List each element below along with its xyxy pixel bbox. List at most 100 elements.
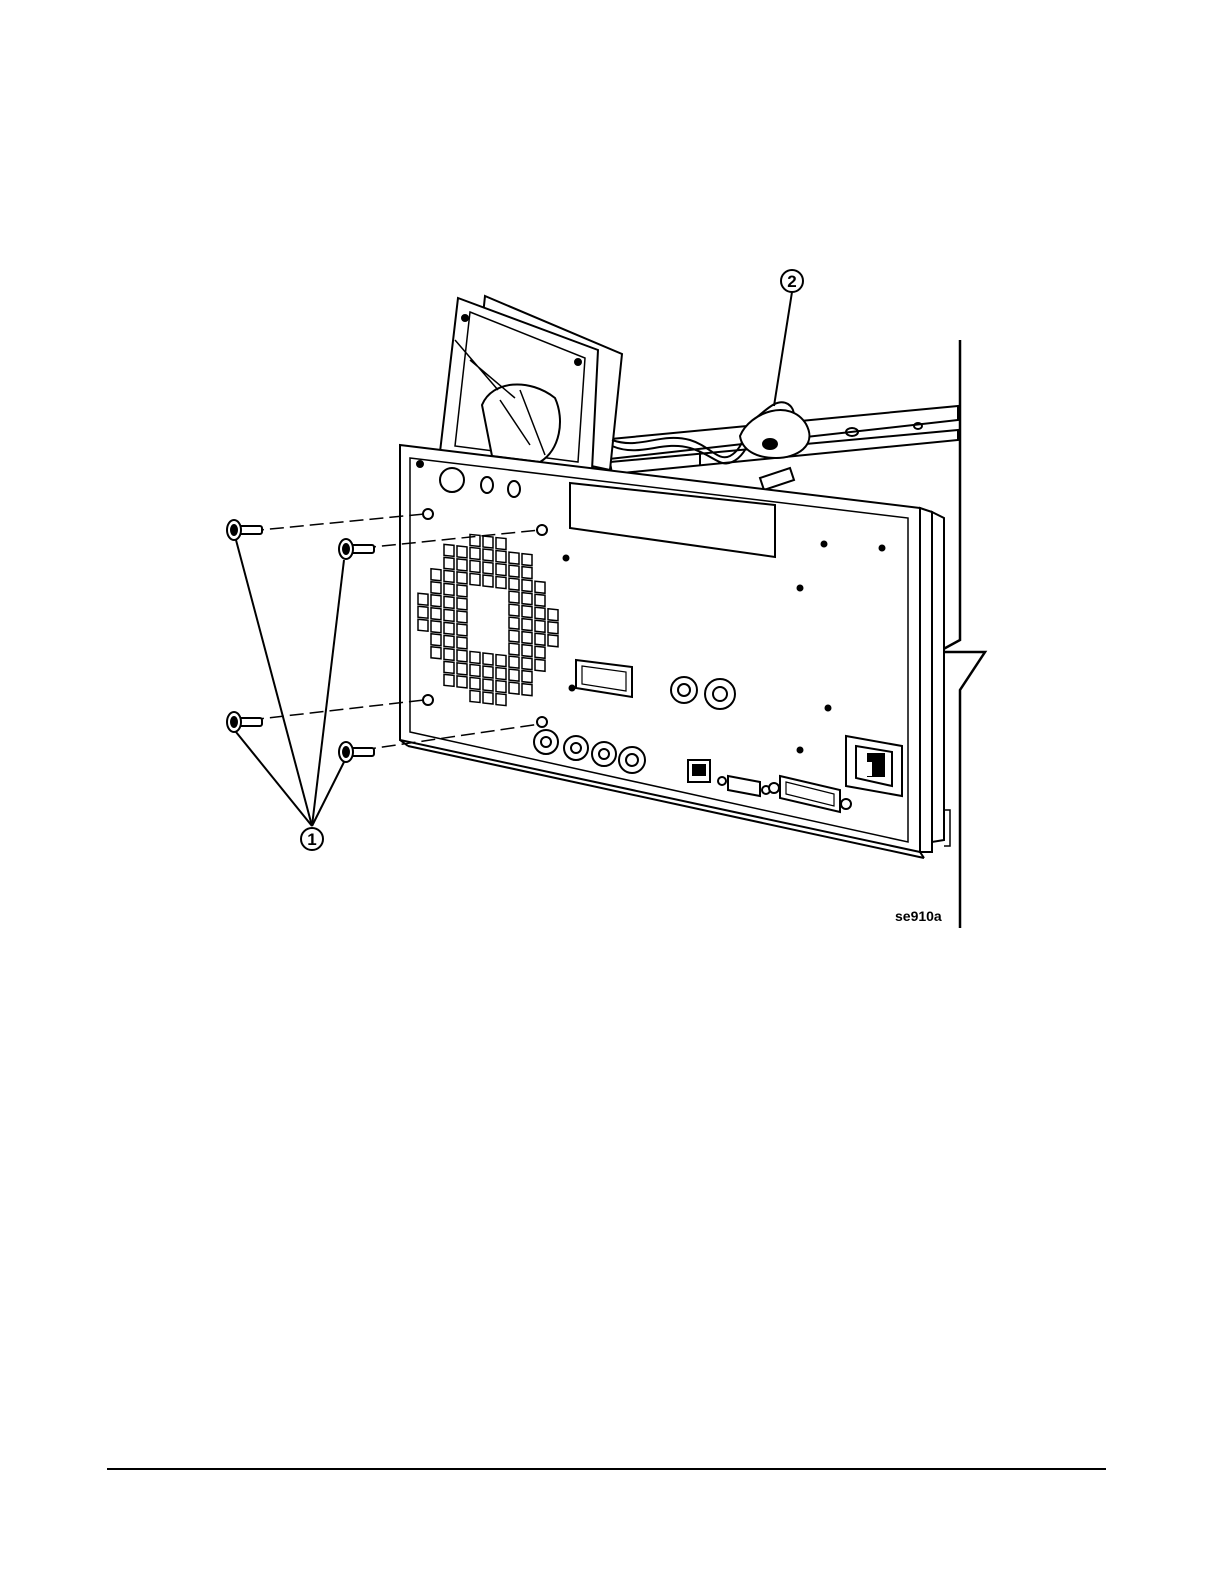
vent-slot bbox=[431, 647, 441, 659]
vent-slot bbox=[444, 544, 454, 556]
vent-slot bbox=[522, 658, 532, 670]
vent-slot bbox=[522, 554, 532, 566]
vent-slot bbox=[509, 643, 519, 655]
vent-slot bbox=[431, 569, 441, 581]
vent-slot bbox=[431, 595, 441, 607]
vent-slot bbox=[535, 646, 545, 658]
vent-slot bbox=[522, 580, 532, 592]
vent-slot bbox=[483, 536, 493, 548]
vent-slot bbox=[457, 585, 467, 597]
vent-slot bbox=[457, 650, 467, 662]
vent-slot bbox=[522, 645, 532, 657]
vent-slot bbox=[470, 690, 480, 702]
vent-slot bbox=[418, 606, 428, 618]
vent-slot bbox=[496, 577, 506, 589]
vent-slot bbox=[470, 677, 480, 689]
vent-slot bbox=[509, 591, 519, 603]
vent-slot bbox=[548, 635, 558, 647]
vent-slot bbox=[431, 608, 441, 620]
vent-slot bbox=[496, 668, 506, 680]
fan-assembly bbox=[440, 296, 622, 470]
vent-slot bbox=[457, 598, 467, 610]
vent-slot bbox=[509, 552, 519, 564]
vent-slot bbox=[457, 559, 467, 571]
vent-slot bbox=[509, 565, 519, 577]
vent-slot bbox=[444, 570, 454, 582]
vent-slot bbox=[509, 617, 519, 629]
vent-slot bbox=[457, 546, 467, 558]
vent-slot bbox=[522, 606, 532, 618]
vent-slot bbox=[548, 622, 558, 634]
vent-slot bbox=[496, 681, 506, 693]
vent-slot bbox=[457, 611, 467, 623]
vent-slot bbox=[535, 607, 545, 619]
vent-slot bbox=[470, 560, 480, 572]
screw bbox=[227, 520, 262, 540]
callout-number: 1 bbox=[307, 830, 316, 849]
vent-slot bbox=[483, 549, 493, 561]
vent-slot bbox=[496, 564, 506, 576]
vent-slot bbox=[457, 624, 467, 636]
vent-slot bbox=[418, 593, 428, 605]
vent-slot bbox=[444, 583, 454, 595]
vent-slot bbox=[522, 632, 532, 644]
vent-slot bbox=[457, 676, 467, 688]
vent-slot bbox=[444, 635, 454, 647]
vent-slot bbox=[548, 609, 558, 621]
vent-slot bbox=[509, 656, 519, 668]
vent-slot bbox=[483, 666, 493, 678]
vent-slot bbox=[496, 538, 506, 550]
vent-slot bbox=[496, 694, 506, 706]
vent-slot bbox=[483, 562, 493, 574]
vent-slot bbox=[496, 551, 506, 563]
chassis-break-line bbox=[938, 340, 985, 928]
vent-slot bbox=[444, 622, 454, 634]
vent-slot bbox=[483, 679, 493, 691]
vent-slot bbox=[470, 651, 480, 663]
vent-slot bbox=[509, 578, 519, 590]
vent-slot bbox=[444, 674, 454, 686]
vent-slot bbox=[496, 655, 506, 667]
callout-1-leaders bbox=[236, 540, 344, 826]
rear-panel bbox=[400, 445, 950, 858]
vent-slot bbox=[483, 575, 493, 587]
vent-slot bbox=[522, 567, 532, 579]
vent-slot bbox=[483, 653, 493, 665]
vent-slot bbox=[509, 669, 519, 681]
vent-slot bbox=[431, 582, 441, 594]
vent-slot bbox=[470, 547, 480, 559]
vent-slot bbox=[483, 692, 493, 704]
vent-slot bbox=[470, 573, 480, 585]
vent-slot bbox=[444, 596, 454, 608]
callout-number: 2 bbox=[787, 272, 796, 291]
vent-slot bbox=[444, 609, 454, 621]
vent-slot bbox=[444, 557, 454, 569]
screw bbox=[339, 539, 374, 559]
screw bbox=[339, 742, 374, 762]
figure-id: se910a bbox=[895, 908, 942, 924]
screw bbox=[227, 712, 262, 732]
vent-slot bbox=[509, 604, 519, 616]
vent-slot bbox=[509, 682, 519, 694]
vent-slot bbox=[457, 637, 467, 649]
vent-slot bbox=[522, 619, 532, 631]
vent-slot bbox=[444, 648, 454, 660]
callout-1: 1 bbox=[301, 828, 323, 850]
vent-slot bbox=[470, 664, 480, 676]
callout-2-leader bbox=[774, 292, 792, 406]
vent-slot bbox=[535, 594, 545, 606]
vent-slot bbox=[418, 619, 428, 631]
footer-rule bbox=[107, 1468, 1106, 1470]
vent-slot bbox=[522, 593, 532, 605]
vent-slot bbox=[444, 661, 454, 673]
vent-slot bbox=[431, 621, 441, 633]
vent-slot bbox=[535, 633, 545, 645]
vent-slot bbox=[522, 684, 532, 696]
vent-slot bbox=[431, 634, 441, 646]
vent-slot bbox=[457, 663, 467, 675]
vent-slot bbox=[535, 581, 545, 593]
vent-slot bbox=[535, 659, 545, 671]
vent-slot bbox=[535, 620, 545, 632]
vent-slot bbox=[457, 572, 467, 584]
